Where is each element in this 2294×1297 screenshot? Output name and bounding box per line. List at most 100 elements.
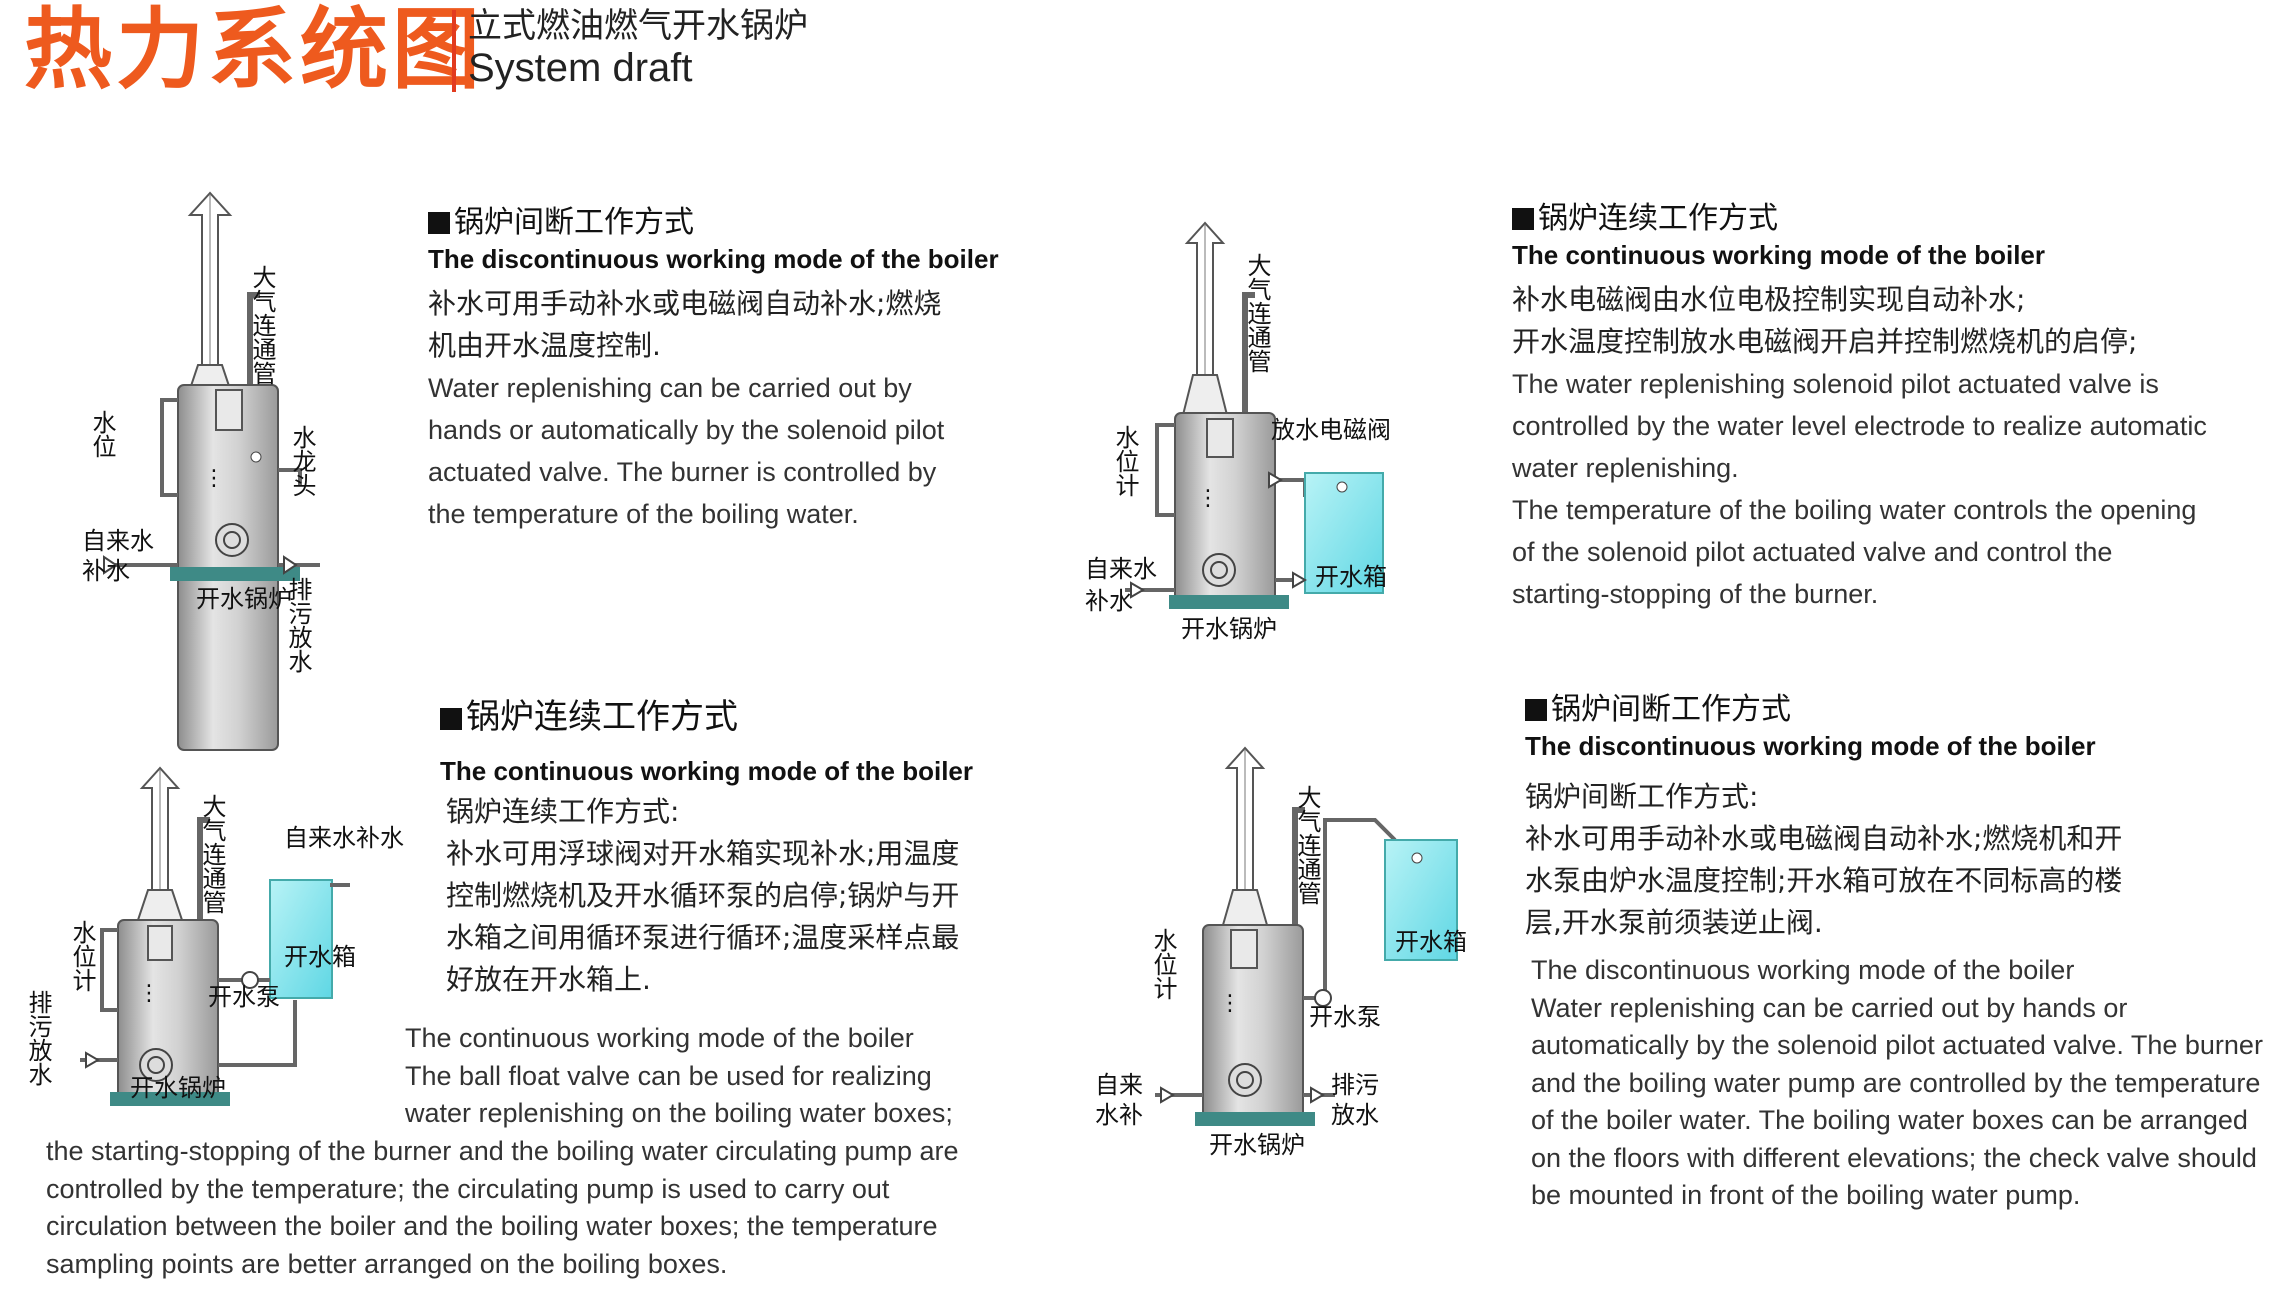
label-water-level-gauge: 水位计 [1149,928,1177,1000]
section-4-body-cn-2: 水泵由炉水温度控制;开水箱可放在不同标高的楼 [1525,864,2123,897]
label-boiler: 开水锅炉 [130,1074,226,1102]
level-gauge [100,928,118,1012]
svg-text:⋮: ⋮ [1219,991,1241,1016]
bullet-square-icon [1525,699,1547,721]
burner-port [139,1048,173,1082]
label-water-level: 水位 [88,410,116,458]
label-water-box: 开水箱 [284,943,356,971]
vent-pipe [247,292,260,425]
section-4-body-en-2: automatically by the solenoid pilot actu… [1531,1030,2263,1060]
label-boiler: 开水锅炉 [196,585,292,613]
bullet-square-icon [428,212,450,234]
label-drain-b: 放水 [1331,1101,1379,1129]
burner-port [1228,1063,1262,1097]
section-1-body-en-3: the temperature of the boiling water. [428,499,859,529]
section-2-body-cn-1: 开水温度控制放水电磁阀开启并控制燃烧机的启停; [1512,325,2138,358]
label-water-pump: 开水泵 [1309,1003,1381,1031]
vent-pipe [1292,807,1305,930]
label-water-level-gauge: 水位计 [68,920,96,992]
section-3-body-en-1: The ball float valve can be used for rea… [405,1060,932,1091]
boiler-window [1230,929,1258,969]
boiler-window [215,389,243,431]
section-1-heading-cn: 锅炉间断工作方式 [428,203,999,243]
section-1: 锅炉间断工作方式 The discontinuous working mode … [428,203,999,535]
chimney [1221,746,1269,926]
section-3-body-cn-4: 好放在开水箱上. [446,963,651,996]
section-heading-text: 锅炉连续工作方式 [466,697,738,737]
section-4-body-en-0: The discontinuous working mode of the bo… [1531,955,2075,985]
section-1-body-en-2: actuated valve. The burner is controlled… [428,457,937,487]
section-2-body-en-2: water replenishing. [1512,453,1739,483]
boiler-window [1206,418,1234,458]
section-3-body-cn-3: 水箱之间用循环泵进行循环;温度采样点最 [446,921,960,954]
label-tap-makeup-a: 自来水 [1085,555,1157,583]
label-water-level-gauge: 水位计 [1111,425,1139,497]
section-3-body-cn-1: 补水可用浮球阀对开水箱实现补水;用温度 [446,837,960,870]
section-2-body-en-4: of the solenoid pilot actuated valve and… [1512,537,2113,567]
section-3-head: 锅炉连续工作方式 The continuous working mode of … [440,695,973,1001]
diagram-continuous-1: ⋮ 大气连通管 水位计 放水电磁阀 开水箱 自来水 补水 开水锅炉 [1085,221,1391,643]
label-tap-makeup-b: 补水 [82,557,130,585]
section-heading-text: 锅炉间断工作方式 [1551,692,1791,727]
label-tap-makeup-d: 水补 [1095,1101,1143,1129]
section-2-body-cn-0: 补水电磁阀由水位电极控制实现自动补水; [1512,283,2026,316]
section-4: 锅炉间断工作方式 The discontinuous working mode … [1525,690,2263,1215]
label-water-box: 开水箱 [1315,563,1387,591]
label-tap-makeup-b: 补水 [1085,587,1133,615]
level-gauge [160,398,178,497]
label-tap-makeup: 自来水补水 [284,824,404,852]
section-3-heading-en: The continuous working mode of the boile… [440,756,973,786]
water-box [1304,472,1384,594]
section-4-body-cn-1: 补水可用手动补水或电磁阀自动补水;燃烧机和开 [1525,822,2123,855]
level-gauge [1155,423,1175,517]
label-vent-pipe: 大气连通管 [1293,785,1321,905]
section-3-body-en-top: The continuous working mode of the boile… [405,1020,953,1133]
section-1-body-en-1: hands or automatically by the solenoid p… [428,415,945,445]
section-3-body-en-6: sampling points are better arranged on t… [46,1248,728,1279]
section-3-body-en-0: The continuous working mode of the boile… [405,1023,914,1053]
faucet [278,468,302,485]
section-4-heading-en: The discontinuous working mode of the bo… [1525,731,2096,761]
svg-text:⋮: ⋮ [138,981,160,1006]
section-3-body-en-4: controlled by the temperature; the circu… [46,1173,890,1204]
label-vent-pipe: 大气连通管 [248,265,276,385]
section-heading-text: 锅炉连续工作方式 [1538,201,1778,236]
section-3-body-en-3: the starting-stopping of the burner and … [46,1136,959,1166]
burner-port [215,523,249,557]
label-drain: 排污放水 [24,990,52,1086]
svg-text:⋮: ⋮ [1197,486,1219,511]
section-4-body-cn-3: 层,开水泵前须装逆止阀. [1525,906,1823,939]
section-4-body-cn-0: 锅炉间断工作方式: [1525,780,1759,813]
label-drain-a: 排污 [1331,1071,1379,1099]
section-2-body-en-5: starting-stopping of the burner. [1512,579,1879,609]
label-boiler: 开水锅炉 [1209,1131,1305,1159]
boiler-base [1195,1112,1315,1126]
water-box [269,879,333,999]
svg-text:⋮: ⋮ [203,466,225,491]
section-1-body-cn-0: 补水可用手动补水或电磁阀自动补水;燃烧 [428,287,942,320]
section-4-body-en-4: of the boiler water. The boiling water b… [1531,1105,2248,1135]
section-4-heading-cn: 锅炉间断工作方式 [1525,690,2263,730]
label-faucet: 水龙头 [288,425,316,497]
section-2-body-en-3: The temperature of the boiling water con… [1512,495,2197,525]
section-3-body-cn-2: 控制燃烧机及开水循环泵的启停;锅炉与开 [446,879,960,912]
section-4-body-en-1: Water replenishing can be carried out by… [1531,992,2128,1023]
chimney [136,766,184,921]
title-divider [452,10,456,92]
section-3-heading-cn: 锅炉连续工作方式 [440,695,973,739]
burner-port [1202,553,1236,587]
bullet-square-icon [440,708,462,730]
section-heading-text: 锅炉间断工作方式 [454,205,694,240]
boiler-base [170,567,300,581]
section-4-body-en-3: and the boiling water pump are controlle… [1531,1067,2261,1098]
page-subtitle-cn: 立式燃油燃气开水锅炉 [468,6,808,46]
label-boiler: 开水锅炉 [1181,615,1277,643]
vent-pipe [197,817,210,920]
label-tap-makeup-a: 自来水 [82,527,154,555]
diagram-discontinuous-1: ⋮ 大气连通管 水位 水龙头 自来水 补水 开水锅炉 排污放水 [82,191,320,751]
section-1-heading-en: The discontinuous working mode of the bo… [428,244,999,274]
label-drain-solenoid: 放水电磁阀 [1271,416,1391,444]
vent-pipe [1242,292,1255,415]
section-3-body-cn-0: 锅炉连续工作方式: [446,795,680,828]
section-1-body-cn-1: 机由开水温度控制. [428,329,661,362]
